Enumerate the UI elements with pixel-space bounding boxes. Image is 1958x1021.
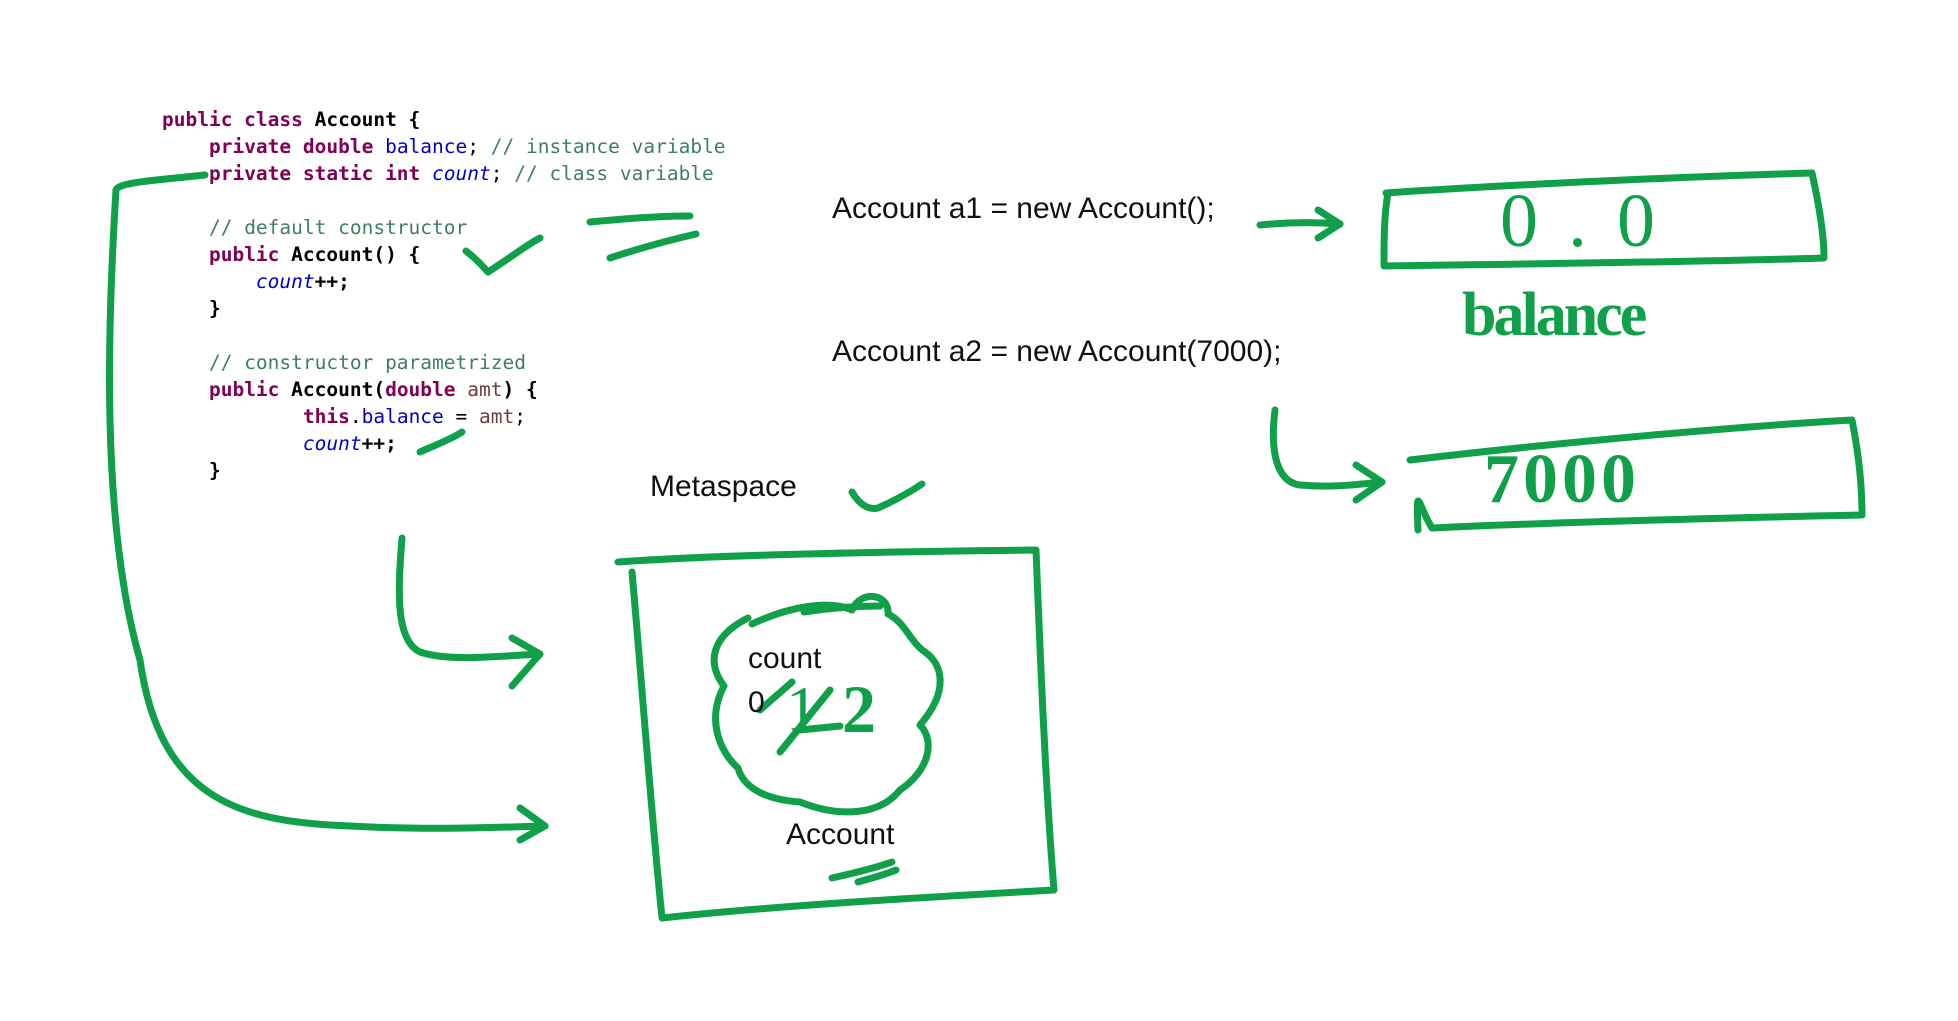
code-token: ++; — [361, 432, 397, 455]
a2-arrow-head — [1352, 461, 1386, 504]
metaspace-label: Metaspace — [650, 470, 797, 503]
code-token — [162, 162, 209, 185]
code-token: balance — [385, 135, 468, 158]
code-token: } — [208, 297, 221, 320]
code-line — [162, 187, 726, 214]
a2-statement: Account a2 = new Account(7000); — [832, 335, 1282, 368]
a1-statement: Account a1 = new Account(); — [832, 192, 1215, 225]
code-token: // default constructor — [208, 216, 468, 239]
code-token: count — [255, 270, 315, 293]
code-line: count++; — [162, 430, 726, 457]
strike-zero — [756, 678, 796, 714]
code-line: this.balance = amt; — [162, 403, 726, 430]
code-token: = — [443, 405, 480, 428]
constructor-count-arrow — [395, 534, 544, 662]
equals-stroke-bottom — [606, 230, 700, 262]
code-token — [162, 459, 209, 482]
code-token — [162, 378, 209, 401]
a1-balance-value: 0.0 — [1500, 179, 1685, 263]
strike-one — [776, 686, 834, 756]
code-line: // constructor parametrized — [162, 349, 726, 376]
code-token — [162, 270, 256, 293]
a1-arrow-head — [1314, 206, 1344, 242]
a2-balance-value: 7000 — [1484, 441, 1640, 518]
count-value-two: 2 — [842, 671, 876, 747]
code-token: public — [208, 378, 292, 401]
default-constructor-check — [462, 234, 544, 276]
code-token — [162, 405, 303, 428]
static-count-arrow-head — [516, 804, 549, 844]
code-token — [162, 216, 209, 239]
code-line — [162, 322, 726, 349]
code-line: } — [162, 295, 726, 322]
code-token: count — [432, 162, 491, 185]
a2-balance-box — [1406, 416, 1866, 534]
balance-label: balance — [1462, 281, 1647, 349]
code-token: double — [385, 378, 468, 401]
code-token — [162, 243, 209, 266]
count-cloud — [710, 592, 944, 816]
code-token: // constructor parametrized — [208, 351, 526, 374]
code-token — [162, 297, 209, 320]
a1-arrow — [1256, 219, 1344, 229]
code-token: amt — [479, 405, 515, 428]
code-token — [162, 351, 209, 374]
metaspace-check — [848, 480, 926, 512]
code-token: . — [349, 405, 362, 428]
code-token: } — [208, 459, 221, 482]
code-token: private static int — [208, 162, 433, 185]
code-token: Account() { — [291, 243, 421, 266]
code-token: Account { — [314, 108, 421, 131]
code-line: // default constructor — [162, 214, 726, 241]
code-token: ++; — [314, 270, 350, 293]
account-class-label: Account — [786, 818, 895, 851]
code-token: this — [302, 405, 350, 428]
code-token: private double — [208, 135, 386, 158]
code-token — [162, 432, 303, 455]
metaspace-box — [614, 546, 1058, 922]
code-token: ; — [467, 135, 491, 158]
code-token: Account( — [291, 378, 386, 401]
code-line: } — [162, 457, 726, 484]
code-line: public Account(double amt) { — [162, 376, 726, 403]
code-token: ) { — [502, 378, 538, 401]
code-token: count — [302, 432, 362, 455]
count-label: count — [748, 642, 822, 675]
code-line: private double balance; // instance vari… — [162, 133, 726, 160]
code-token: balance — [361, 405, 444, 428]
static-count-arrow — [105, 171, 549, 832]
constructor-count-arrow-head — [508, 634, 544, 690]
code-token: public — [208, 243, 292, 266]
code-line: private static int count; // class varia… — [162, 160, 726, 187]
equals-stroke-top — [586, 212, 694, 226]
code-token: public class — [162, 108, 315, 131]
code-line: public class Account { — [162, 106, 726, 133]
code-token: amt — [467, 378, 503, 401]
account-underline — [828, 858, 896, 882]
account-underline-b — [854, 866, 900, 886]
count-increment-tick — [416, 428, 466, 456]
code-line: public Account() { — [162, 241, 726, 268]
a2-arrow — [1269, 406, 1386, 490]
strike-one-b — [796, 722, 844, 734]
count-value-zero: 0 — [748, 686, 765, 719]
code-token: // instance variable — [490, 135, 726, 158]
count-value-one: 1 — [786, 673, 818, 744]
code-token: ; — [490, 162, 515, 185]
a1-balance-box — [1380, 169, 1828, 270]
code-line: count++; — [162, 268, 726, 295]
cloud-top-stroke — [800, 602, 884, 616]
code-token: // class variable — [514, 162, 714, 185]
code-token: ; — [514, 405, 527, 428]
account-code-block: public class Account { private double ba… — [162, 106, 726, 484]
code-token — [162, 135, 209, 158]
